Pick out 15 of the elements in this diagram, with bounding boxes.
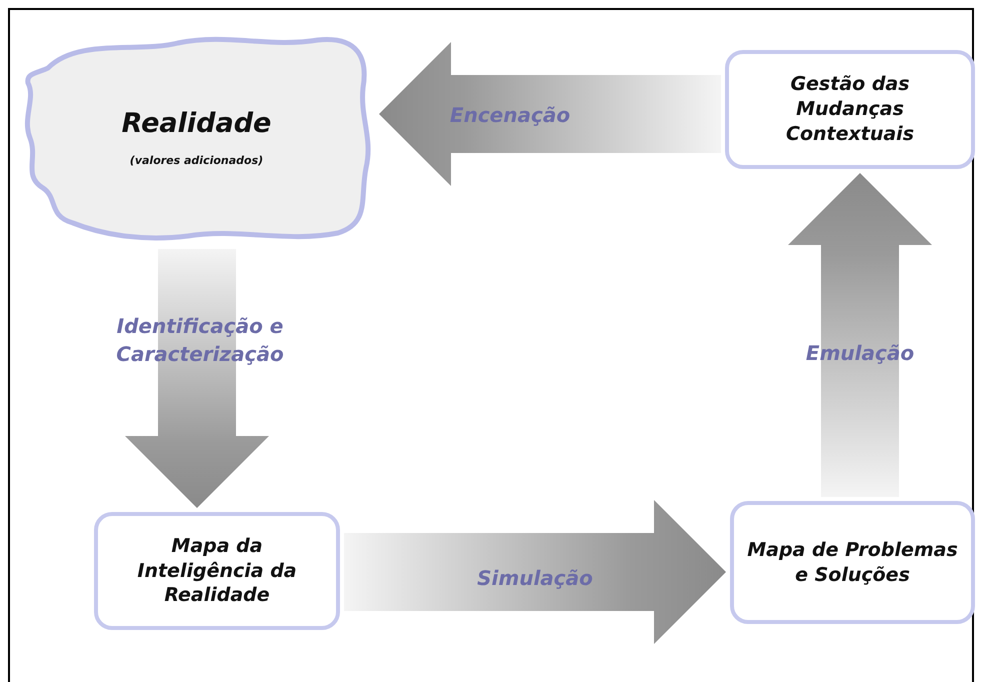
edge-label: Simulação: [477, 565, 593, 592]
edge-label: Encenação: [450, 102, 570, 129]
block-arrow: [125, 249, 269, 508]
process-box: [725, 50, 975, 169]
box-title: Realidade: [122, 107, 272, 142]
box-title: Mapa de Problemas e Soluções: [746, 538, 959, 588]
box-title: Gestão das Mudanças Contextuais: [785, 72, 915, 147]
edge-label: Identificação e Caracterização: [115, 313, 285, 368]
block-arrow: [788, 173, 932, 497]
block-arrow: [379, 42, 721, 186]
block-arrow: [344, 500, 726, 644]
box-subtitle: (valores adicionados): [130, 154, 264, 167]
box-title: Mapa da Inteligência da Realidade: [136, 534, 298, 608]
process-box: [94, 512, 340, 630]
process-box: [730, 501, 975, 624]
